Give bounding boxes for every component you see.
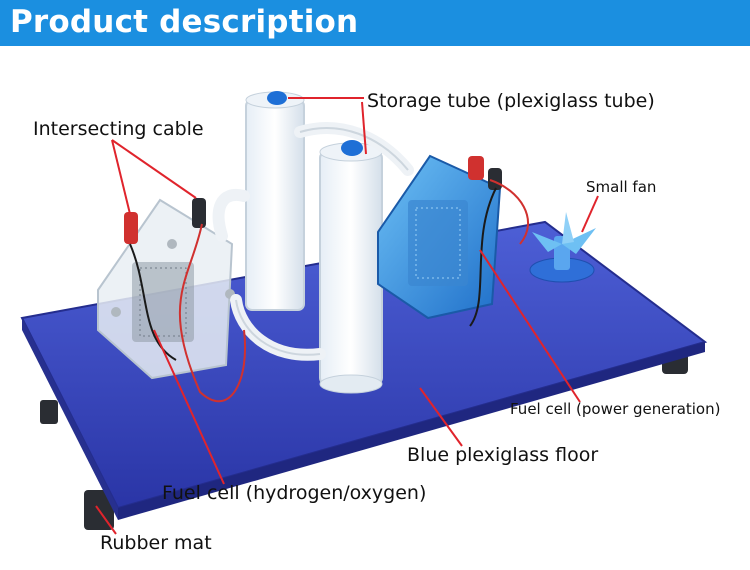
base-plate-edge	[118, 342, 705, 520]
leader-lines	[95, 97, 599, 535]
label-intersecting-cable: Intersecting cable	[33, 118, 204, 140]
small-fan	[529, 212, 596, 283]
fuel-cell-hydrogen-oxygen	[97, 198, 235, 380]
label-storage-tube: Storage tube (plexiglass tube)	[367, 90, 655, 112]
label-rubber-mat: Rubber mat	[100, 532, 212, 554]
fuel-cell-power-generation	[377, 154, 502, 320]
page-title: Product description	[10, 4, 359, 40]
header-banner: Product description	[0, 0, 750, 46]
label-fuel-cell-power: Fuel cell (power generation)	[510, 400, 721, 418]
storage-tube-front	[319, 140, 383, 394]
label-small-fan: Small fan	[586, 178, 657, 196]
storage-tube-back	[245, 91, 305, 311]
label-fuel-cell-hydrogen-oxygen: Fuel cell (hydrogen/oxygen)	[162, 482, 427, 504]
rubber-foot	[40, 400, 58, 424]
label-blue-floor: Blue plexiglass floor	[407, 444, 599, 466]
